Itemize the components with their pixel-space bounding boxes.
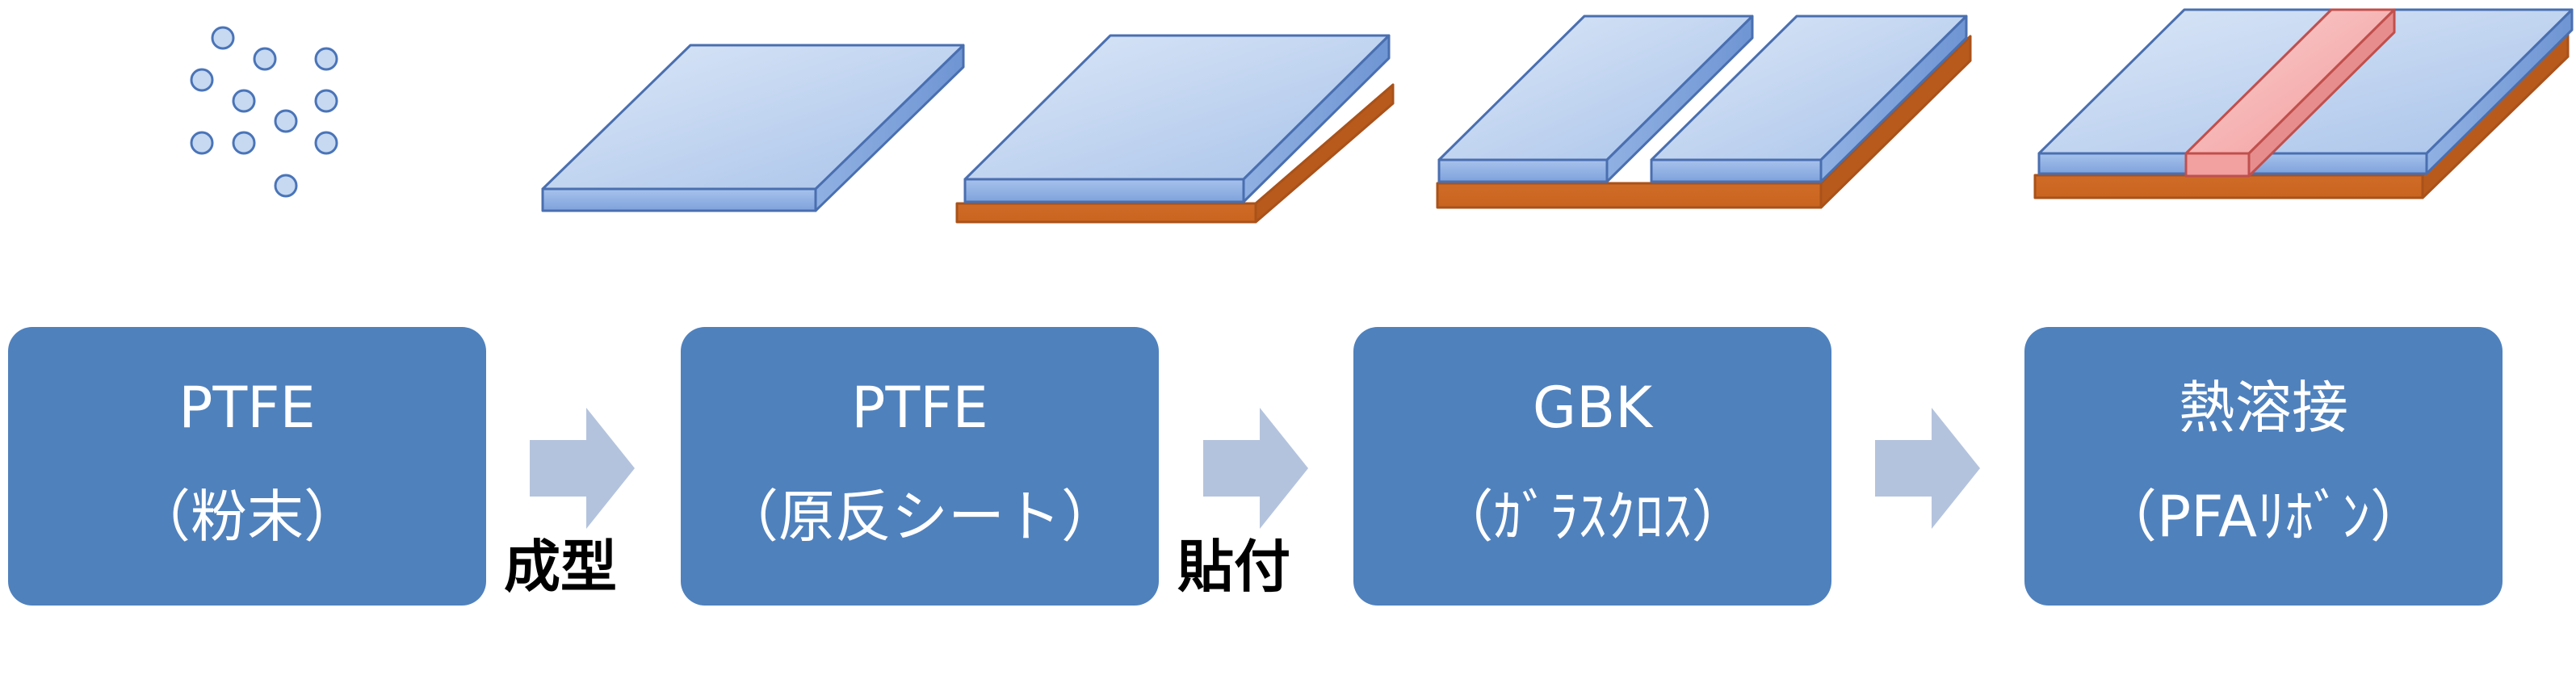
step-subtitle: （粉末） bbox=[134, 484, 360, 550]
step-title: GBK bbox=[1532, 375, 1653, 441]
step-title: PTFE bbox=[851, 375, 988, 441]
split-sheets-on-backing-illustration bbox=[1436, 15, 1972, 209]
right-arrow-icon bbox=[1203, 408, 1308, 529]
right-arrow-icon bbox=[1875, 408, 1980, 529]
process-label-bonding: 貼付 bbox=[1177, 534, 1290, 600]
sheet-on-backing-illustration bbox=[955, 34, 1395, 224]
step-box-gbk: GBK （ｶﾞﾗｽｸﾛｽ） bbox=[1353, 327, 1831, 606]
step-subtitle: （原反シート） bbox=[722, 484, 1118, 550]
step-subtitle: （PFAﾘﾎﾞﾝ） bbox=[2100, 484, 2427, 550]
welded-ribbon-illustration bbox=[2033, 8, 2574, 199]
step-subtitle: （ｶﾞﾗｽｸﾛｽ） bbox=[1437, 484, 1748, 550]
step-title: 熱溶接 bbox=[2179, 375, 2348, 441]
step-box-heat-welding: 熱溶接 （PFAﾘﾎﾞﾝ） bbox=[2024, 327, 2503, 606]
ptfe-sheet-illustration bbox=[541, 44, 965, 212]
process-label-molding: 成型 bbox=[504, 534, 617, 600]
ptfe-powder-illustration bbox=[190, 26, 338, 198]
step-box-ptfe-sheet: PTFE （原反シート） bbox=[681, 327, 1159, 606]
step-box-ptfe-powder: PTFE （粉末） bbox=[8, 327, 486, 606]
step-title: PTFE bbox=[178, 375, 316, 441]
right-arrow-icon bbox=[530, 408, 635, 529]
